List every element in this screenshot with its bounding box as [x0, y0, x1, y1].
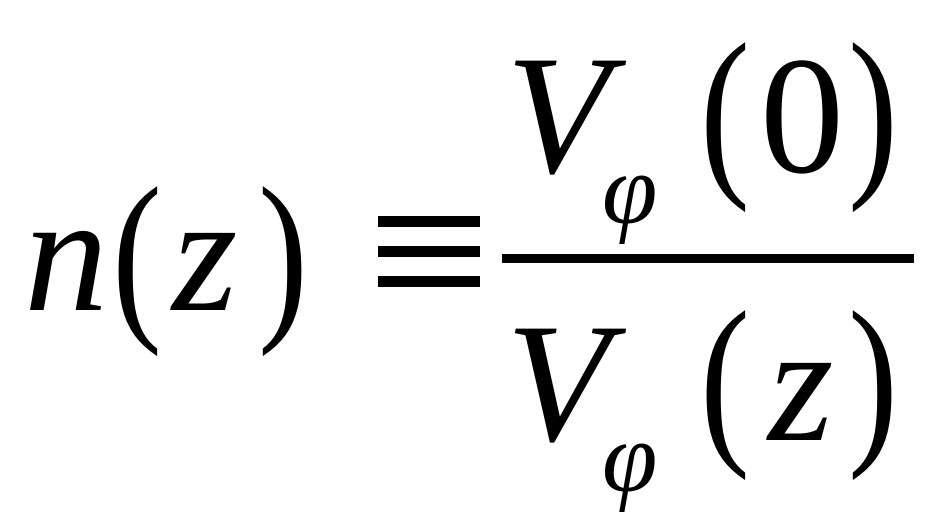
lhs-open-paren: (: [112, 150, 162, 358]
lhs-function-n: n: [24, 161, 108, 347]
equivalence-bar-bottom: [378, 276, 480, 287]
denominator-argument-z: z: [768, 291, 834, 477]
lhs-argument-z: z: [172, 161, 238, 347]
numerator-close-paren: ): [848, 6, 898, 214]
numerator-variable-v: V: [506, 21, 610, 209]
denominator-subscript-phi: φ: [602, 402, 658, 513]
lhs-close-paren: ): [258, 150, 308, 358]
denominator-close-paren: ): [848, 274, 898, 482]
numerator-subscript-phi: φ: [602, 134, 658, 245]
fraction-bar: [502, 254, 914, 263]
denominator-variable-v: V: [506, 289, 610, 477]
numerator-open-paren: (: [700, 6, 750, 214]
denominator-open-paren: (: [700, 274, 750, 482]
equivalence-bar-middle: [378, 246, 480, 257]
numerator-argument-zero: 0: [760, 23, 844, 209]
equivalence-bar-top: [378, 216, 480, 227]
